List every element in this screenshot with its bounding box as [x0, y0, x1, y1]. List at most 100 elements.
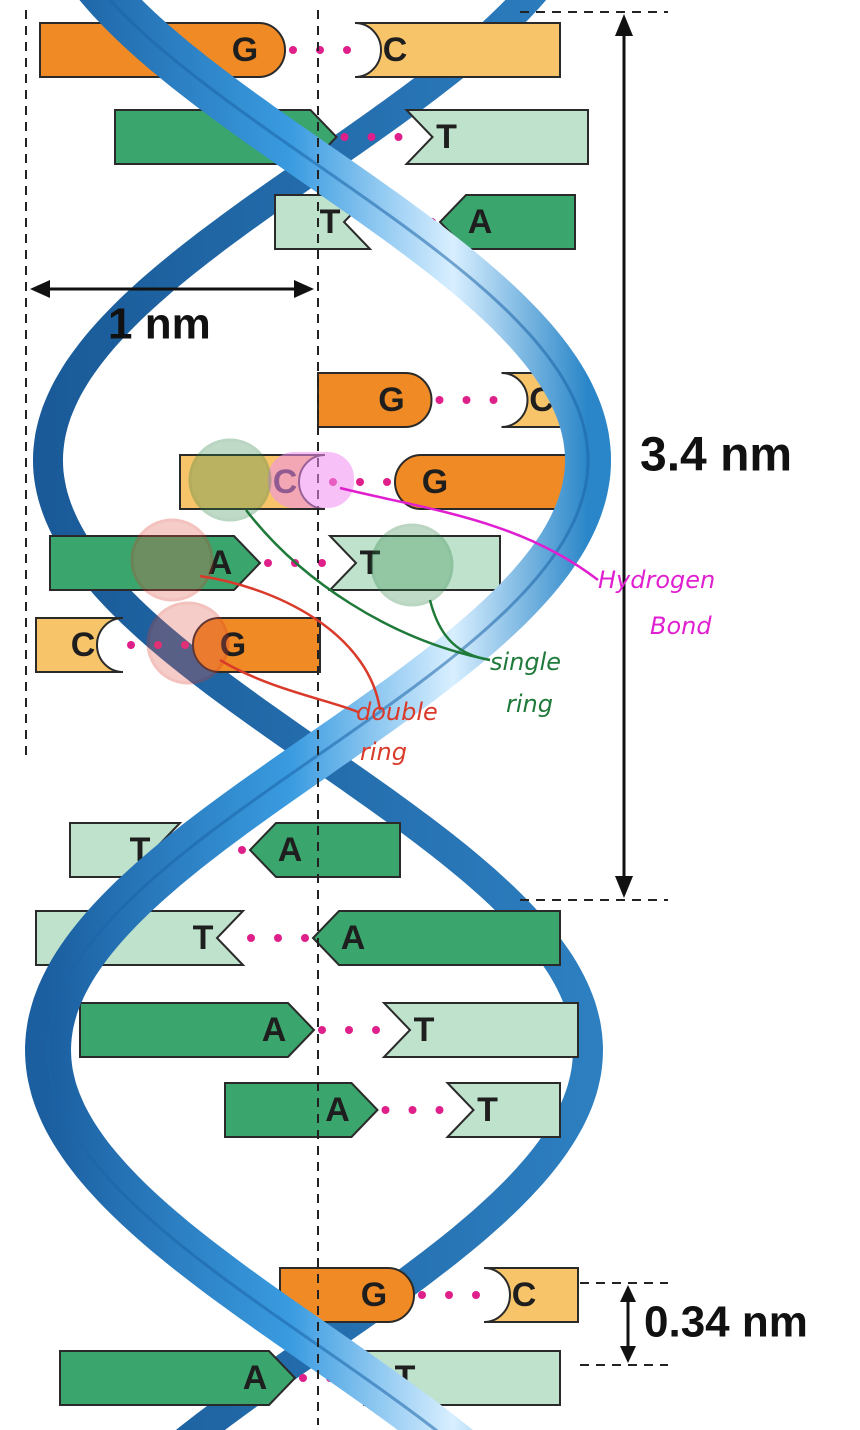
- base-a: [79, 1002, 316, 1058]
- base-letter-left: A: [208, 544, 233, 582]
- base-c: [354, 22, 561, 78]
- hydrogen-bond-dot: [445, 1291, 453, 1299]
- base-g: [279, 1267, 415, 1323]
- hydrogen-bond-dot: [299, 1374, 307, 1382]
- hydrogen-bond-dot: [394, 133, 403, 141]
- base-g: [394, 454, 581, 510]
- base-letter-left: A: [243, 1359, 268, 1397]
- base-letter-left: C: [71, 626, 96, 664]
- hydrogen-bond-dot: [383, 478, 391, 486]
- dimension-guides: 1 nm 3.4 nm 0.34 nm: [25, 10, 808, 1425]
- hydrogen-bond-dot: [127, 641, 135, 649]
- double-ring-label-line1: double: [356, 698, 438, 726]
- hydrogen-bond-dot: [435, 1106, 444, 1114]
- base-letter-left: T: [193, 919, 214, 957]
- hydrogen-bond-dot: [247, 934, 255, 942]
- base-g: [192, 617, 321, 673]
- base-letter-left: A: [325, 1091, 350, 1129]
- double-ring-leader-g: [219, 658, 359, 714]
- base-letter-left: G: [378, 381, 404, 419]
- base-letter-right: C: [512, 1276, 537, 1314]
- base-c: [35, 617, 124, 673]
- rise-arrow-head-bottom: [620, 1346, 636, 1363]
- width-arrow-head-right: [294, 280, 314, 298]
- hydrogen-bond-dot: [274, 934, 282, 942]
- hydrogen-bond-label-line1: Hydrogen: [598, 566, 715, 594]
- base-a: [59, 1350, 297, 1406]
- hydrogen-bond-dot: [264, 559, 272, 567]
- hydrogen-bond-dot: [367, 133, 376, 141]
- base-a: [224, 1082, 379, 1138]
- base-letter-right: C: [383, 31, 408, 69]
- hydrogen-bond-dot: [345, 1026, 353, 1034]
- hydrogen-bond-dot: [472, 1291, 480, 1299]
- front-strand: [24, 0, 612, 1430]
- turn-arrow-head-bottom: [615, 876, 633, 898]
- base-letter-right: G: [422, 463, 448, 501]
- annotations: Hydrogen Bond single ring double ring: [130, 438, 715, 766]
- base-letter-left: T: [320, 203, 341, 241]
- base-c: [483, 1267, 579, 1323]
- base-letter-right: A: [278, 831, 303, 869]
- hydrogen-bond-dot: [408, 1106, 417, 1114]
- base-a: [438, 194, 576, 250]
- single-ring-leader-c: [245, 509, 491, 662]
- double-ring-circle-g: [146, 601, 230, 685]
- base-g: [317, 372, 433, 428]
- base-letter-right: T: [436, 118, 457, 156]
- backbone-strand-back: [32, 0, 604, 1430]
- base-letter-left: G: [361, 1276, 387, 1314]
- hydrogen-bond-dot: [318, 559, 326, 567]
- hydrogen-bond-dot: [301, 934, 309, 942]
- base-t: [404, 109, 589, 165]
- base-letter-left: G: [232, 31, 258, 69]
- hydrogen-bond-dot: [181, 641, 189, 649]
- single-ring-label-line2: ring: [506, 690, 553, 718]
- double-ring-leader-a: [199, 574, 382, 711]
- base-letter-right: T: [414, 1011, 435, 1049]
- rise-label: 0.34 nm: [644, 1298, 808, 1347]
- back-strand: [32, 0, 604, 1430]
- double-ring-circle-a: [130, 518, 214, 602]
- base-letter-right: T: [360, 544, 381, 582]
- hydrogen-bond-dot: [343, 46, 351, 54]
- base-letter-right: T: [477, 1091, 498, 1129]
- double-ring-label-line2: ring: [360, 738, 407, 766]
- base-t: [445, 1082, 561, 1138]
- base-t: [381, 1002, 579, 1058]
- hydrogen-bond-dot: [462, 396, 471, 404]
- hydrogen-bond-dot: [435, 396, 444, 404]
- hydrogen-bond-dot: [418, 1291, 426, 1299]
- backbone-strand-front-edge: [46, 0, 590, 1430]
- base-a: [311, 910, 561, 966]
- single-ring-leader-t: [428, 599, 491, 662]
- hydrogen-bond-dot: [340, 133, 349, 141]
- turn-arrow-head-top: [615, 14, 633, 36]
- hydrogen-bond-leader: [339, 486, 599, 581]
- hydrogen-bond-dot: [289, 46, 297, 54]
- base-t: [327, 535, 501, 591]
- width-label: 1 nm: [108, 300, 211, 349]
- hydrogen-bond-dot: [238, 846, 246, 854]
- turn-label: 3.4 nm: [640, 429, 792, 482]
- base-letter-right: A: [468, 203, 493, 241]
- base-a: [248, 822, 401, 878]
- single-ring-circle-c: [188, 438, 272, 522]
- single-ring-label-line1: single: [490, 648, 561, 676]
- base-letter-left: A: [262, 1011, 287, 1049]
- hydrogen-bond-dot: [489, 396, 498, 404]
- hydrogen-bond-dot: [381, 1106, 390, 1114]
- single-ring-circle-t: [370, 523, 454, 607]
- hydrogen-bond-label-line2: Bond: [650, 612, 712, 640]
- hydrogen-bond-dot: [356, 478, 364, 486]
- hydrogen-bond-dot: [154, 641, 162, 649]
- hydrogen-bond-highlight: [268, 452, 354, 508]
- rise-arrow-head-top: [620, 1285, 636, 1302]
